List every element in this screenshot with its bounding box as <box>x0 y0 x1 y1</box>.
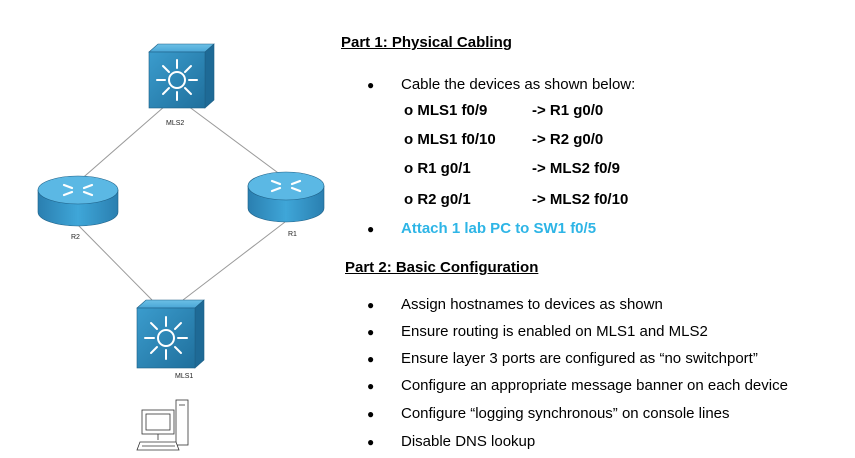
part2-item: ● Assign hostnames to devices as shown <box>367 295 663 315</box>
part1-heading: Part 1: Physical Cabling <box>341 34 512 51</box>
r1-label: R1 <box>288 231 297 238</box>
cable-to: -> MLS2 f0/10 <box>532 191 629 208</box>
cable-row: o MLS1 f0/9 -> R1 g0/0 <box>404 101 603 121</box>
part1-attach-item: ● Attach 1 lab PC to SW1 f0/5 <box>367 219 596 239</box>
bullet-icon: ● <box>367 435 375 449</box>
part2-item-text: Ensure routing is enabled on MLS1 and ML… <box>401 323 708 340</box>
link-mls2-r2 <box>77 105 166 183</box>
part2-item: ● Configure “logging synchronous” on cons… <box>367 404 730 424</box>
link-r2-mls1 <box>77 224 153 301</box>
cable-row: o MLS1 f0/10 -> R2 g0/0 <box>404 130 603 150</box>
links <box>77 105 286 301</box>
part2-item-text: Configure an appropriate message banner … <box>401 377 788 394</box>
pc-icon <box>136 399 189 451</box>
bullet-icon: ● <box>367 298 375 312</box>
link-mls2-r1 <box>187 105 286 179</box>
link-r1-mls1 <box>182 221 286 301</box>
part2-heading: Part 2: Basic Configuration <box>345 259 539 276</box>
part2-item-text: Ensure layer 3 ports are configured as “… <box>401 350 758 367</box>
cable-from: o MLS1 f0/9 <box>404 102 488 119</box>
part2-item-text: Configure “logging synchronous” on conso… <box>401 405 730 422</box>
cable-from: o R1 g0/1 <box>404 160 471 177</box>
network-diagram <box>37 43 325 451</box>
part2-item-text: Assign hostnames to devices as shown <box>401 296 663 313</box>
bullet-icon: ● <box>367 379 375 393</box>
part2-item: ● Ensure routing is enabled on MLS1 and M… <box>367 322 708 342</box>
cable-row: o R2 g0/1 -> MLS2 f0/10 <box>404 190 628 210</box>
r2-router-icon <box>37 175 119 227</box>
part1-intro: Cable the devices as shown below: <box>401 76 636 93</box>
part2-item: ● Configure an appropriate message banner… <box>367 376 788 396</box>
r1-router-icon <box>247 171 325 223</box>
part1-intro-item: ● Cable the devices as shown below: <box>367 75 635 95</box>
r2-label: R2 <box>71 234 80 241</box>
bullet-icon: ● <box>367 352 375 366</box>
part2-item: ● Ensure layer 3 ports are configured as … <box>367 349 758 369</box>
bullet-icon: ● <box>367 78 375 92</box>
bullet-icon: ● <box>367 325 375 339</box>
mls2-label: MLS2 <box>166 120 185 127</box>
cable-from: o R2 g0/1 <box>404 191 471 208</box>
cable-to: -> R2 g0/0 <box>532 131 604 148</box>
cable-to: -> R1 g0/0 <box>532 102 604 119</box>
part2-item-text: Disable DNS lookup <box>401 433 536 450</box>
mls1-label: MLS1 <box>175 373 194 380</box>
mls1-switch-icon <box>136 299 205 369</box>
mls2-switch-icon <box>148 43 215 109</box>
cable-from: o MLS1 f0/10 <box>404 131 496 148</box>
cable-to: -> MLS2 f0/9 <box>532 160 620 177</box>
part1-attach: Attach 1 lab PC to SW1 f0/5 <box>401 220 597 237</box>
bullet-icon: ● <box>367 222 375 236</box>
cable-row: o R1 g0/1 -> MLS2 f0/9 <box>404 159 620 179</box>
part2-item: ● Disable DNS lookup <box>367 432 535 452</box>
bullet-icon: ● <box>367 407 375 421</box>
